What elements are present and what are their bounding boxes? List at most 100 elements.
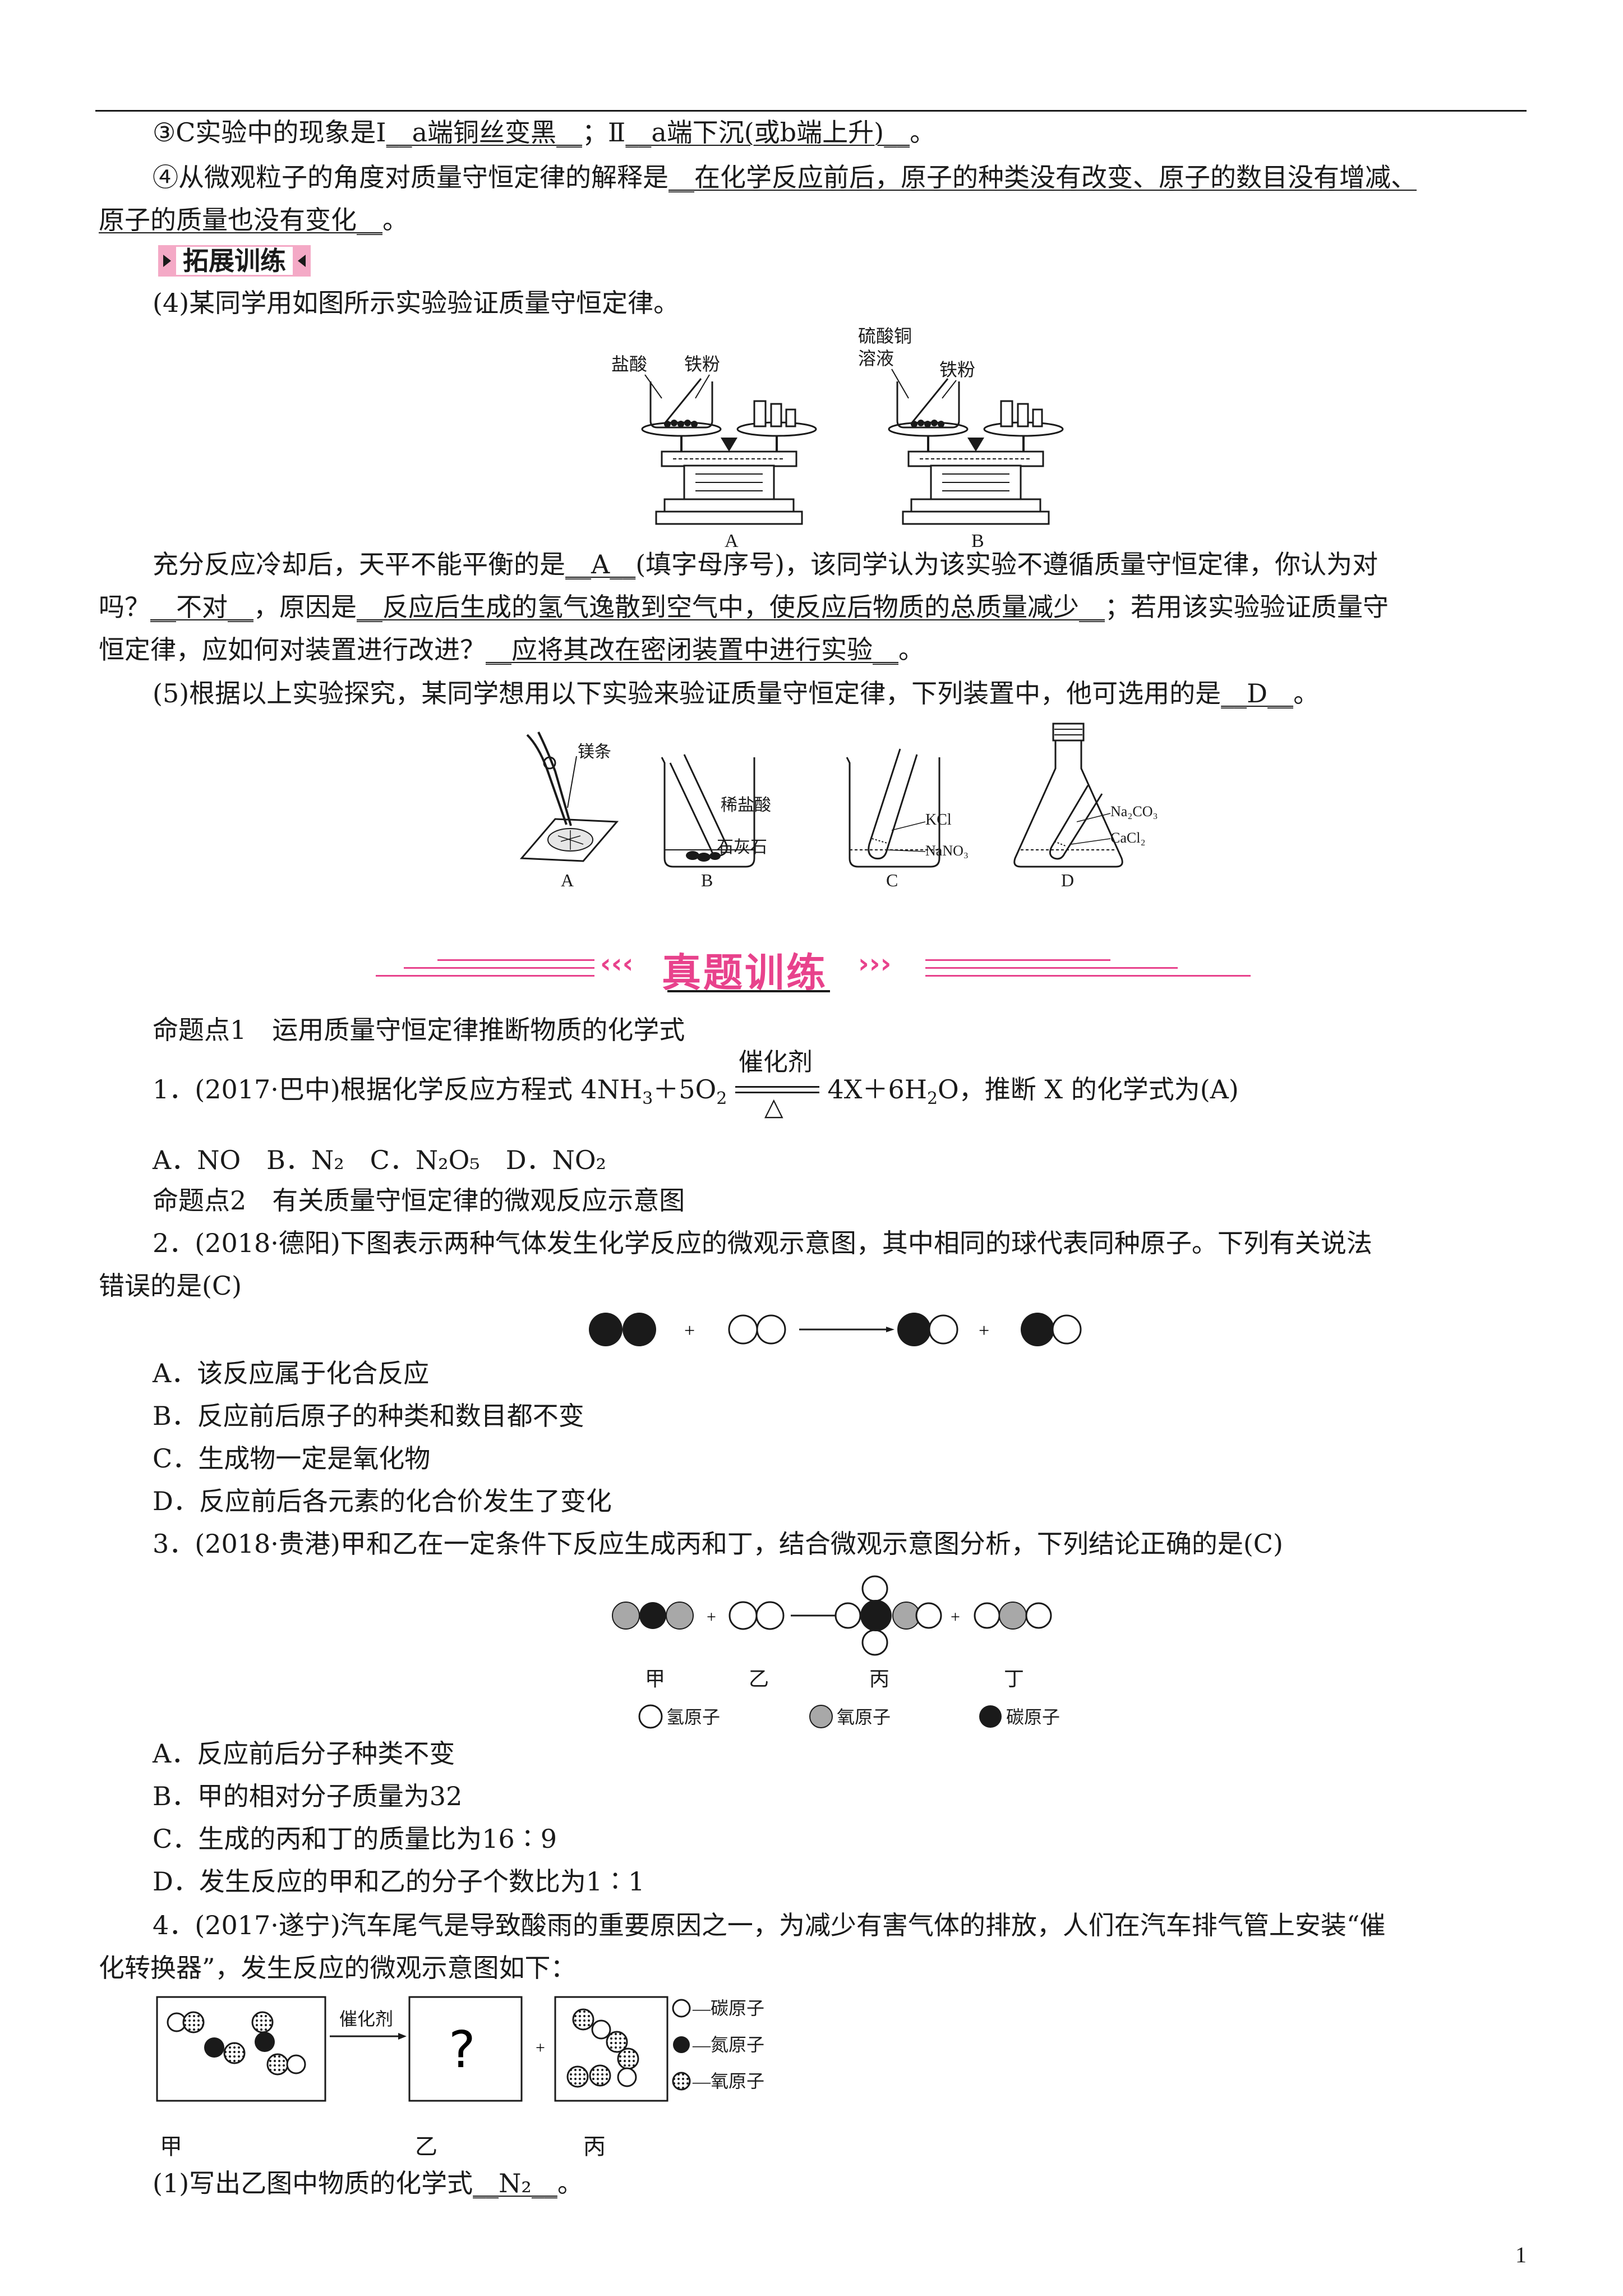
legend-oxygen: 氧原子 — [837, 1707, 891, 1727]
question-2-line-1: 2．(2018·德阳)下图表示两种气体发生化学反应的微观示意图，其中相同的球代表… — [153, 1228, 1372, 1258]
molecule-yi — [728, 1601, 785, 1630]
plus-sign: + — [707, 1608, 716, 1626]
tag-left-arrow — [158, 245, 176, 277]
question-2-line-2: 错误的是(C) — [99, 1271, 242, 1301]
answer-not-right: __不对__ — [150, 592, 253, 622]
molecule-ding — [974, 1602, 1052, 1630]
balance-b: 硫酸铜 溶液 铁粉 B — [858, 326, 1064, 551]
answer-a-end-sink: __a端下沉(或b端上升)__ — [625, 117, 910, 148]
section-title: 真题训练 — [662, 950, 828, 996]
label-jia: 甲 — [645, 1668, 665, 1690]
legend-carbon: —碳原子 — [692, 1998, 764, 2018]
q2-option-a: A．该反应属于化合反应 — [153, 1358, 430, 1388]
label-nano3: NaNO₃ — [925, 843, 969, 859]
text: 4X＋6H — [827, 1074, 927, 1105]
label-cacl2: CaCl₂ — [1110, 830, 1146, 846]
molecules-jia — [167, 2011, 306, 2076]
text: (1)写出乙图中物质的化学式 — [153, 2168, 473, 2198]
label-iron-powder-a: 铁粉 — [684, 354, 720, 374]
apparatus-a: 镁条 A — [519, 731, 619, 890]
label-balance-a: A — [725, 531, 739, 551]
header-underline — [667, 990, 830, 992]
limestone — [686, 851, 721, 862]
q2-option-d: D．反应前后各元素的化合价发生了变化 — [153, 1486, 612, 1516]
q4-answer-line-1: 充分反应冷却后，天平不能平衡的是__A__(填字母序号)，该同学认为该实验不遵循… — [153, 547, 1378, 581]
q3-option-a: A．反应前后分子种类不变 — [153, 1738, 455, 1769]
box-yi — [408, 1996, 523, 2102]
text: 1．(2017·巴中)根据化学反应方程式 4NH — [153, 1074, 643, 1105]
atom-white — [1052, 1314, 1082, 1345]
arrow-head — [398, 2033, 407, 2040]
atom-black — [623, 1313, 656, 1346]
q3-reaction-diagram: + + 甲 乙 丙 丁 氢原子 氧原子 碳原子 — [612, 1575, 1060, 1729]
label-apparatus-d: D — [1061, 870, 1074, 890]
catalyst-label: 催化剂 — [339, 2009, 393, 2029]
text: (5)根据以上实验探究，某同学想用以下实验来验证质量守恒定律，下列装置中，他可选… — [153, 678, 1221, 708]
text: ，原因是 — [253, 592, 357, 622]
question-4-line-2: 化转换器”，发生反应的微观示意图如下： — [99, 1953, 577, 1983]
plus-sign: + — [979, 1320, 989, 1341]
plus-sign: + — [684, 1320, 695, 1341]
q3-option-b: B．甲的相对分子质量为32 — [153, 1781, 463, 1811]
label-hydrochloric-acid: 盐酸 — [611, 354, 647, 374]
label-apparatus-b: B — [701, 870, 713, 890]
extension-training-tag: 拓展训练 — [158, 245, 311, 277]
arrow-head — [886, 1327, 895, 1332]
answer-micro: __在化学反应前后，原子的种类没有改变、原子的数目没有增减、 — [668, 162, 1417, 192]
text: ；Ⅱ — [582, 117, 626, 148]
q3-legend: 氢原子 氧原子 碳原子 — [638, 1704, 1060, 1729]
label-copper-sulfate-1: 硫酸铜 — [858, 326, 912, 346]
q2-reaction-diagram: + + — [589, 1313, 1082, 1346]
q3-option-c: C．生成的丙和丁的质量比为16∶9 — [153, 1824, 557, 1854]
answer-n2: __N₂__ — [473, 2168, 557, 2198]
equals-line-2 — [735, 1092, 819, 1093]
catalyst-label: 催化剂 — [738, 1048, 813, 1076]
atom-white — [928, 1314, 958, 1345]
section-header: ‹‹‹ 真题训练 ››› — [376, 942, 1262, 1004]
apparatus-figure: 镁条 A 稀盐酸 石灰石 B KCl NaNO₃ C Na₂CO₃ CaC — [519, 723, 1158, 890]
label-iron-powder-b: 铁粉 — [939, 360, 975, 380]
answer-reason: __反应后生成的氢气逸散到空气中，使反应后物质的总质量减少__ — [357, 592, 1105, 622]
header-line-left-2 — [404, 967, 594, 969]
label-apparatus-a: A — [561, 870, 574, 890]
label-kcl: KCl — [925, 811, 952, 829]
plus-sign: + — [951, 1608, 960, 1626]
q4-answer-line-2: 吗？__不对__，原因是__反应后生成的氢气逸散到空气中，使反应后物质的总质量减… — [99, 590, 1389, 624]
label-yi: 乙 — [749, 1668, 769, 1690]
equals-line-1 — [735, 1086, 819, 1088]
top-rule — [95, 110, 1527, 112]
header-line-right-3 — [925, 975, 1251, 977]
q4-sub-1: (1)写出乙图中物质的化学式__N₂__。 — [153, 2166, 583, 2200]
atom-white — [728, 1314, 758, 1345]
text: 充分反应冷却后，天平不能平衡的是 — [153, 549, 565, 579]
q2-option-c: C．生成物一定是氧化物 — [153, 1443, 431, 1474]
q2-option-b: B．反应前后原子的种类和数目都不变 — [153, 1401, 584, 1431]
answer-line-micro-explain: ④从微观粒子的角度对质量守恒定律的解释是__在化学反应前后，原子的种类没有改变、… — [153, 160, 1417, 194]
label-apparatus-c: C — [886, 870, 898, 890]
answer-a-end-blacken: __a端铜丝变黑__ — [386, 117, 583, 148]
balance-figure: 盐酸 铁粉 A 硫酸铜 溶液 铁粉 — [611, 326, 1064, 551]
answer-line-micro-explain-cont: 原子的质量也没有变化__。 — [99, 203, 408, 237]
molecule-bing — [834, 1575, 942, 1656]
question-3: 3．(2018·贵港)甲和乙在一定条件下反应生成丙和丁，结合微观示意图分析，下列… — [153, 1529, 1283, 1559]
legend-carbon: 碳原子 — [1006, 1707, 1060, 1727]
label-jia: 甲 — [160, 2134, 182, 2159]
text: 。 — [382, 205, 408, 235]
atom-black — [897, 1313, 931, 1346]
apparatus-b: 稀盐酸 石灰石 B — [661, 754, 771, 890]
text: ＋5O — [653, 1074, 717, 1105]
q4-answer-line-3: 恒定律，应如何对装置进行改进？__应将其改在密闭装置中进行实验__。 — [99, 633, 924, 666]
page-number: 1 — [1515, 2242, 1527, 2267]
subscript: 2 — [926, 1089, 938, 1109]
reaction-arrow: 催化剂 △ — [735, 1048, 819, 1121]
plus-sign: + — [536, 2039, 545, 2057]
label-limestone: 石灰石 — [717, 838, 767, 857]
text: ③C实验中的现象是Ⅰ — [153, 117, 386, 148]
legend-nitrogen: —氮原子 — [692, 2035, 764, 2055]
text: (填字母序号)，该同学认为该实验不遵循质量守恒定律，你认为对 — [635, 549, 1378, 579]
text: 。 — [910, 117, 936, 148]
header-chevrons-right: ››› — [858, 948, 892, 979]
unknown-mark: ? — [449, 2021, 476, 2079]
label-na2co3: Na₂CO₃ — [1110, 803, 1158, 820]
label-copper-sulfate-2: 溶液 — [858, 348, 894, 369]
